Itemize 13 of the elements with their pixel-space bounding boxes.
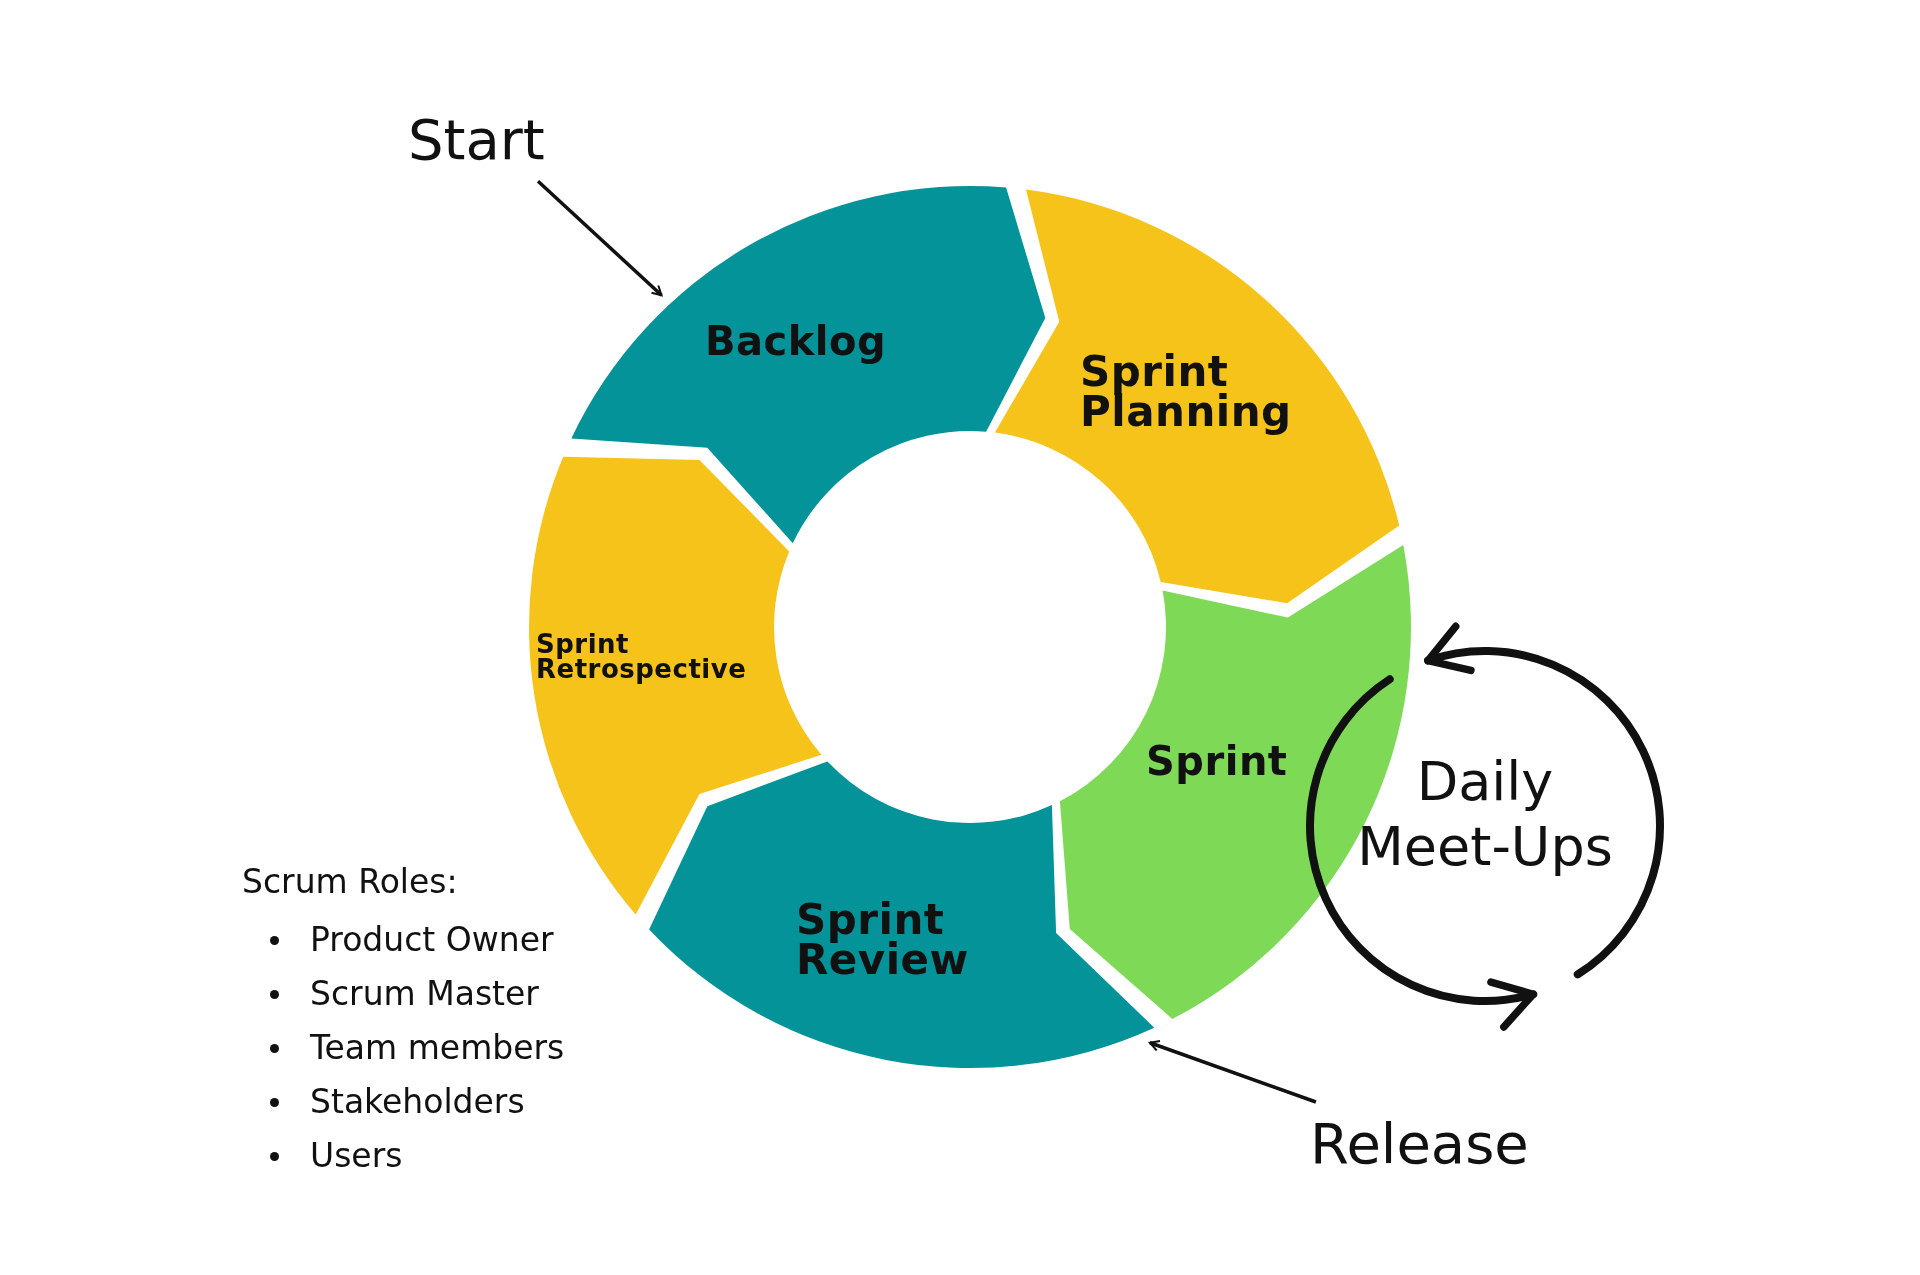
arrow — [1148, 1040, 1317, 1104]
segment-label: Sprint Retrospective — [536, 632, 748, 682]
list-item: Users — [270, 1129, 565, 1183]
arrow — [536, 179, 663, 297]
list-item: Team members — [270, 1021, 565, 1075]
step-label: Daily Meet-Ups — [1335, 750, 1635, 880]
step-label: Start — [408, 106, 578, 174]
list-item: Product Owner — [270, 913, 565, 967]
list-item: Stakeholders — [270, 1075, 565, 1129]
segment-label: Sprint Review — [796, 900, 970, 980]
step-label: Release — [1310, 1110, 1555, 1178]
list-item: Scrum Master — [270, 967, 565, 1021]
list-heading: Scrum Roles: — [242, 862, 459, 901]
